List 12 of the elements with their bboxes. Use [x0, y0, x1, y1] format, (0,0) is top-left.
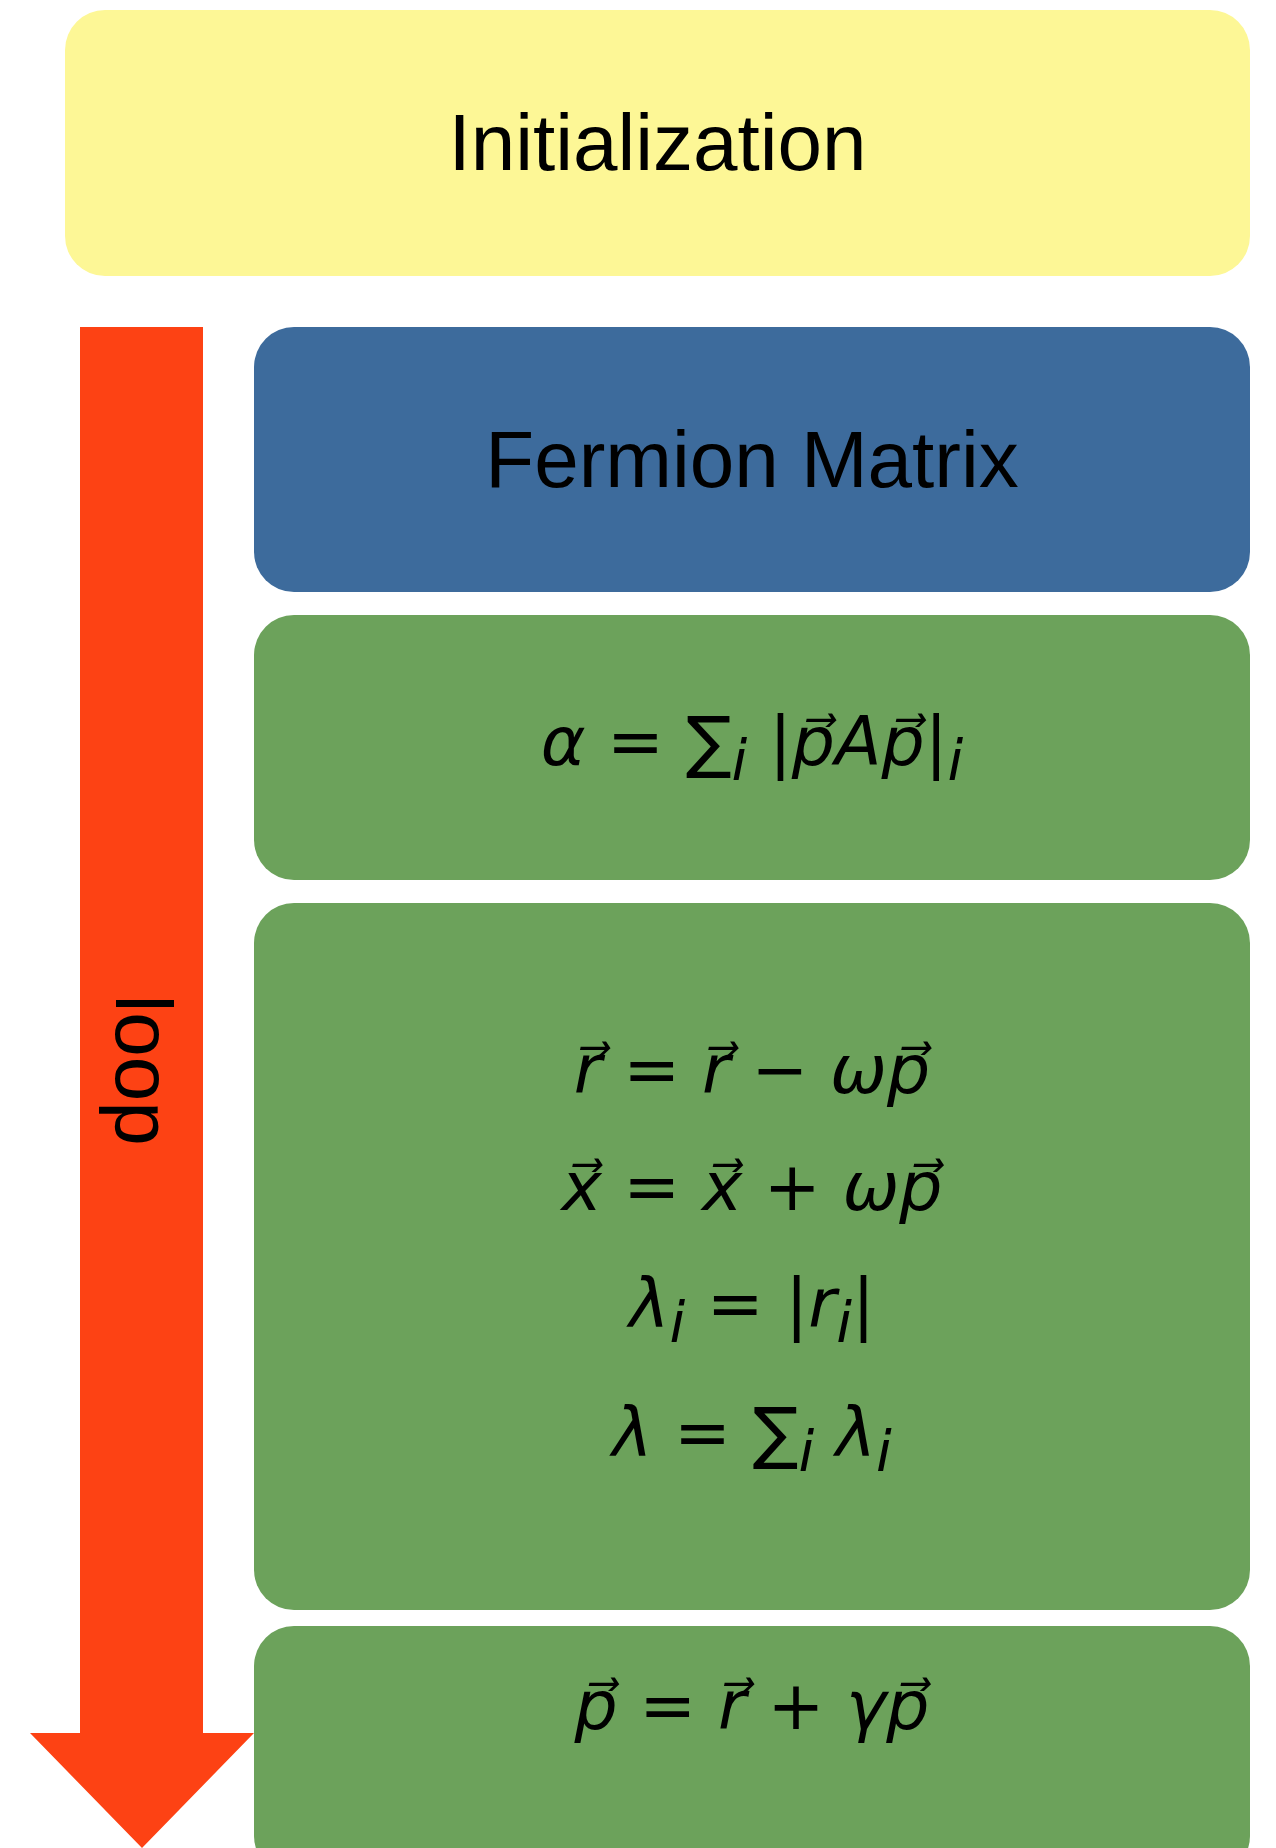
box-title: Fermion Matrix	[485, 413, 1019, 506]
loop-label: loop	[97, 994, 189, 1146]
process-box	[254, 903, 1250, 1610]
process-box	[254, 327, 1250, 592]
process-box	[254, 1626, 1250, 1848]
process-box	[65, 10, 1250, 276]
formula: x⃗ = x⃗ + ωp⃗	[561, 1146, 943, 1226]
formula: p⃗ = r⃗ + γp⃗	[574, 1666, 930, 1745]
formula: r⃗ = r⃗ − ωp⃗	[573, 1029, 931, 1109]
process-box	[254, 615, 1250, 880]
box-title: Initialization	[448, 97, 867, 189]
formula: α = ∑$_{i}$ |p⃗Ap⃗|$_{i}$	[540, 702, 964, 793]
